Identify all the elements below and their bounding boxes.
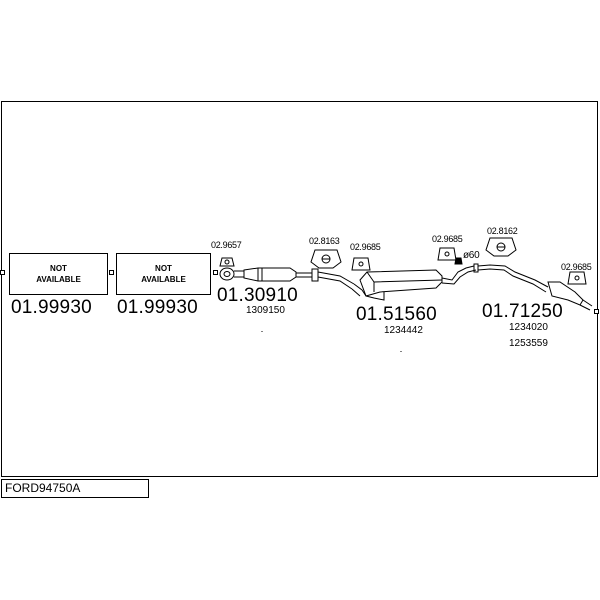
accessory-label-6: 02.9685 (561, 262, 592, 272)
part-ref-3: 1309150 (246, 305, 285, 316)
rear-silencer-drawing (477, 264, 593, 311)
hanger-icon-5 (485, 237, 517, 257)
accessory-label-2: 02.8163 (309, 236, 340, 246)
part-ref-5a: 1234020 (509, 322, 548, 333)
centre-silencer-drawing (351, 263, 479, 301)
hanger-icon-2 (310, 249, 342, 269)
accessory-label-3: 02.9685 (350, 242, 381, 252)
front-flange-icon (219, 267, 244, 281)
diameter-label: ø60 (463, 250, 480, 261)
right-edge-marker (594, 309, 599, 314)
diagram-frame (1, 101, 598, 477)
part-number-4: 01.51560 (356, 304, 437, 325)
part-number-1: 01.99930 (11, 297, 92, 318)
not-available-line2: AVAILABLE (141, 275, 186, 284)
not-available-box-2: NOT AVAILABLE (116, 253, 211, 295)
hanger-icon-3 (351, 257, 371, 271)
accessory-label-5: 02.8162 (487, 226, 518, 236)
part-number-2: 01.99930 (117, 297, 198, 318)
connection-marker (213, 270, 218, 275)
accessory-label-1: 02.9657 (211, 240, 242, 250)
part-number-5: 01.71250 (482, 301, 563, 322)
model-code: FORD94750A (1, 479, 149, 498)
connection-marker (109, 270, 114, 275)
part-ref-4: 1234442 (384, 325, 423, 336)
front-silencer-drawing (243, 267, 355, 290)
not-available-box-1: NOT AVAILABLE (9, 253, 108, 295)
not-available-line1: NOT (50, 264, 67, 273)
not-available-line2: AVAILABLE (36, 275, 81, 284)
left-edge-marker (0, 270, 5, 275)
hanger-icon-6 (567, 271, 587, 285)
accessory-label-4: 02.9685 (432, 234, 463, 244)
part-ref-5b: 1253559 (509, 338, 548, 349)
hanger-icon-4 (437, 247, 457, 261)
not-available-line1: NOT (155, 264, 172, 273)
clamp-icon (454, 257, 463, 265)
part-number-3: 01.30910 (217, 285, 298, 306)
hanger-icon-1 (219, 257, 235, 267)
